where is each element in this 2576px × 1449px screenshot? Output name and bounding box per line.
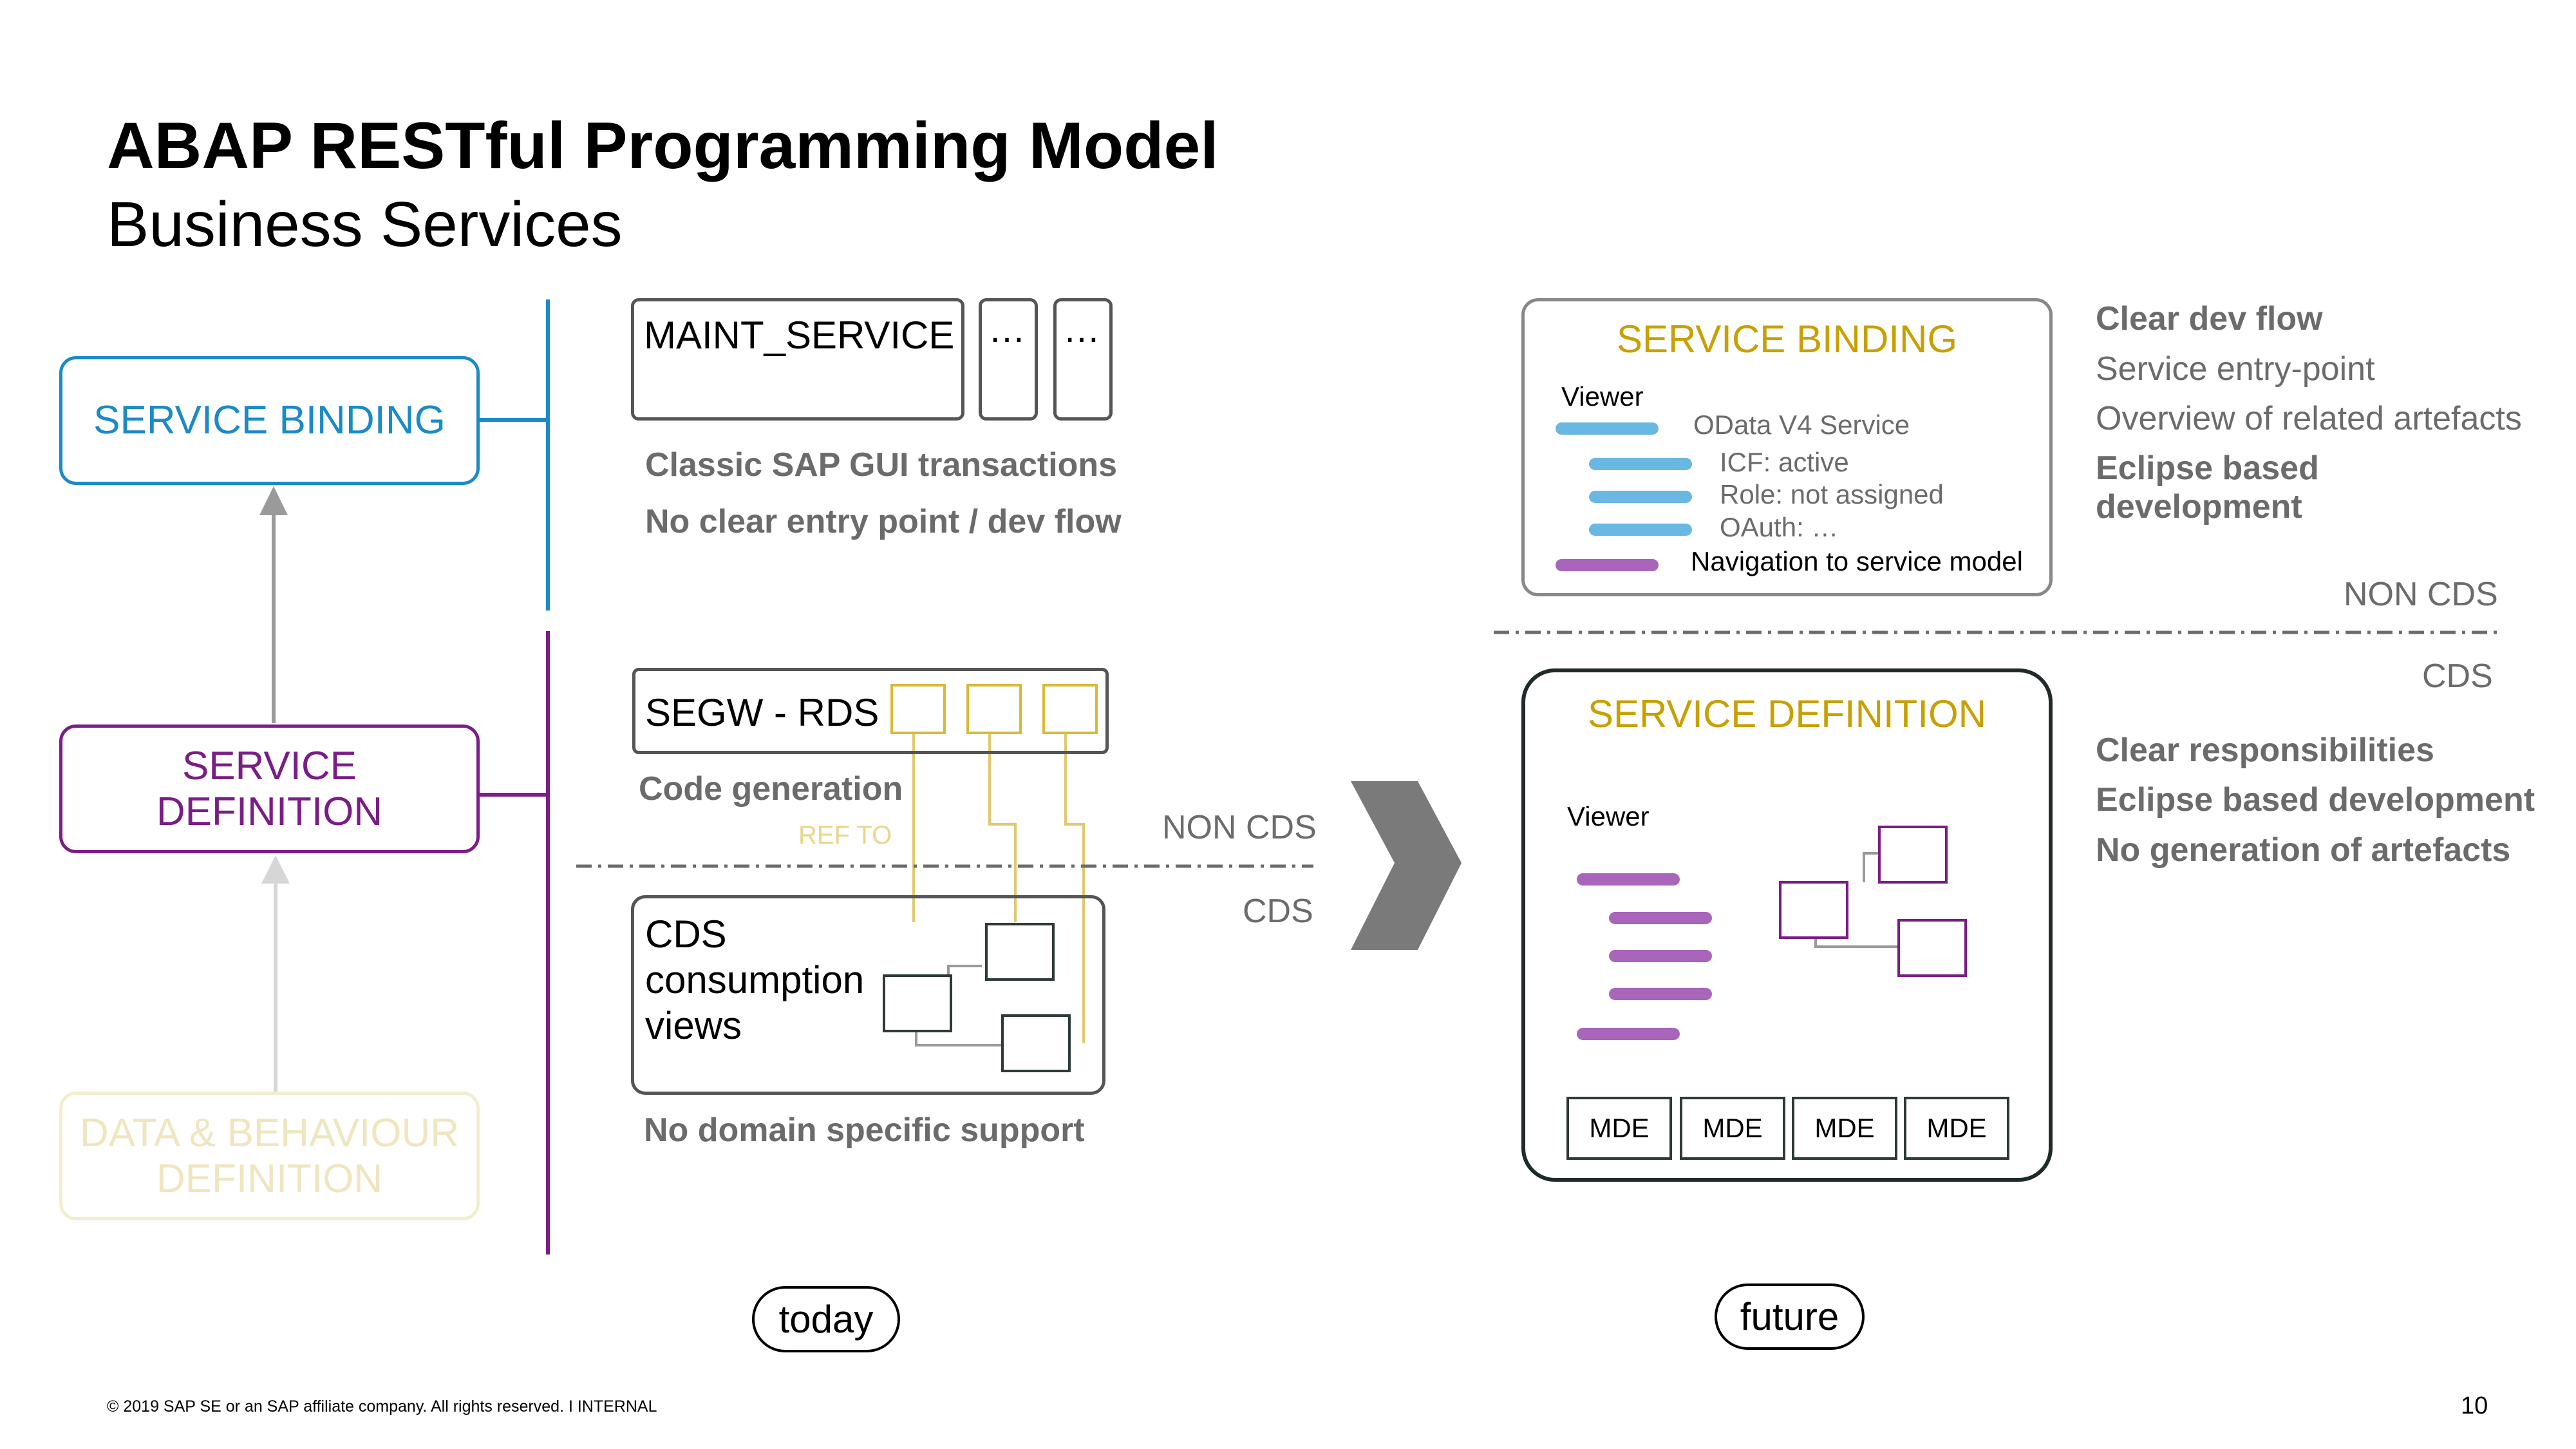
today-cds-label: CDS	[1243, 893, 1313, 930]
definition-bar-5	[1577, 1028, 1680, 1040]
benefit-entry-point: Service entry-point	[2096, 350, 2375, 388]
future-service-binding-title: SERVICE BINDING	[1616, 317, 1957, 361]
maint-service-box: MAINT_SERVICE	[631, 298, 964, 421]
service-binding-box: SERVICE BINDING	[59, 356, 480, 485]
footer-copyright: © 2019 SAP SE or an SAP affiliate compan…	[107, 1397, 657, 1416]
ellipsis-label-2: …	[1063, 308, 1100, 350]
service-definition-label-1: SERVICE	[182, 743, 357, 788]
benefit-eclipse-line-1: Eclipse based	[2096, 450, 2319, 487]
cds-views-text: CDS consumption views	[645, 911, 864, 1048]
classic-gui-note: Classic SAP GUI transactions	[645, 446, 1118, 484]
segw-rds-box: SEGW - RDS	[632, 668, 1109, 754]
cds-consumption-views-box: CDS consumption views	[631, 895, 1105, 1095]
role-label: Role: not assigned	[1720, 479, 1944, 509]
oauth-label: OAuth: …	[1720, 512, 1839, 542]
definition-entity-1	[1878, 826, 1948, 884]
future-service-binding-box: SERVICE BINDING Viewer OData V4 Service …	[1521, 298, 2053, 596]
ref-to-label: REF TO	[798, 821, 892, 849]
cds-views-line-1: CDS	[645, 913, 727, 956]
definition-viewer-label: Viewer	[1567, 801, 1650, 831]
cds-views-line-2: consumption	[645, 958, 865, 1001]
navigation-label: Navigation to service model	[1691, 546, 2023, 576]
future-non-cds-label: NON CDS	[2344, 576, 2498, 613]
benefit-overview: Overview of related artefacts	[2096, 400, 2522, 437]
code-generation-note: Code generation	[639, 770, 903, 808]
role-bar	[1589, 491, 1692, 503]
icf-label: ICF: active	[1720, 447, 1849, 477]
service-definition-box: SERVICE DEFINITION	[59, 724, 480, 853]
no-domain-support-note: No domain specific support	[644, 1112, 1085, 1149]
benefit-clear-dev-flow: Clear dev flow	[2096, 300, 2323, 337]
service-definition-label-2: DEFINITION	[156, 790, 383, 834]
segw-rds-label: SEGW - RDS	[645, 691, 879, 734]
page-number: 10	[2461, 1392, 2488, 1419]
ellipsis-label-1: …	[988, 308, 1026, 350]
page-title: ABAP RESTful Programming Model	[107, 109, 1219, 182]
today-non-cds-label: NON CDS	[1162, 809, 1317, 846]
ellipsis-box-2: …	[1053, 298, 1113, 421]
cds-entity-1	[985, 923, 1055, 981]
data-behaviour-definition-box: DATA & BEHAVIOUR DEFINITION	[59, 1092, 480, 1220]
mde-box-4: MDE	[1904, 1097, 2009, 1160]
benefit-no-generation: No generation of artefacts	[2096, 831, 2511, 869]
benefit-clear-responsibilities: Clear responsibilities	[2096, 732, 2434, 769]
oauth-bar	[1589, 524, 1692, 536]
definition-bar-4	[1609, 988, 1712, 1000]
future-pill: future	[1715, 1283, 1865, 1350]
navigation-bar	[1556, 559, 1659, 571]
odata-label: OData V4 Service	[1693, 410, 1910, 440]
entry-point-note: No clear entry point / dev flow	[645, 503, 1122, 540]
data-behaviour-label-2: DEFINITION	[156, 1157, 383, 1201]
definition-entity-2	[1779, 881, 1848, 939]
icf-bar	[1589, 458, 1692, 470]
mde-label-4: MDE	[1926, 1113, 1987, 1143]
benefit-eclipse-line-2: development	[2096, 488, 2302, 526]
mde-box-1: MDE	[1566, 1097, 1672, 1160]
today-pill: today	[752, 1286, 900, 1352]
segw-entity-2	[966, 684, 1022, 734]
future-service-definition-title: SERVICE DEFINITION	[1588, 692, 1986, 735]
service-binding-label: SERVICE BINDING	[93, 398, 446, 443]
cds-entity-3	[1001, 1014, 1071, 1072]
ellipsis-box-1: …	[979, 298, 1038, 421]
mde-label-2: MDE	[1702, 1113, 1763, 1143]
mde-label-1: MDE	[1589, 1113, 1650, 1143]
definition-entity-3	[1897, 919, 1967, 977]
benefit-eclipse-development: Eclipse based development	[2096, 781, 2535, 819]
definition-bar-3	[1609, 950, 1712, 962]
segw-entity-3	[1042, 684, 1098, 734]
mde-box-2: MDE	[1680, 1097, 1785, 1160]
mde-box-3: MDE	[1792, 1097, 1897, 1160]
definition-bar-2	[1609, 912, 1712, 924]
future-service-definition-box: SERVICE DEFINITION Viewer MDE MDE MDE MD…	[1521, 668, 2053, 1182]
maint-service-label: MAINT_SERVICE	[644, 314, 955, 357]
segw-entity-1	[890, 684, 946, 734]
cds-entity-2	[883, 974, 952, 1032]
binding-viewer-label: Viewer	[1561, 381, 1644, 412]
mde-label-3: MDE	[1814, 1113, 1875, 1143]
future-cds-label: CDS	[2422, 658, 2493, 695]
odata-bar	[1556, 422, 1659, 435]
today-label: today	[778, 1298, 874, 1341]
page-subtitle: Business Services	[107, 189, 623, 260]
future-label: future	[1740, 1295, 1839, 1338]
data-behaviour-label-1: DATA & BEHAVIOUR	[79, 1110, 460, 1155]
cds-views-line-3: views	[645, 1004, 742, 1047]
definition-bar-1	[1577, 873, 1680, 886]
